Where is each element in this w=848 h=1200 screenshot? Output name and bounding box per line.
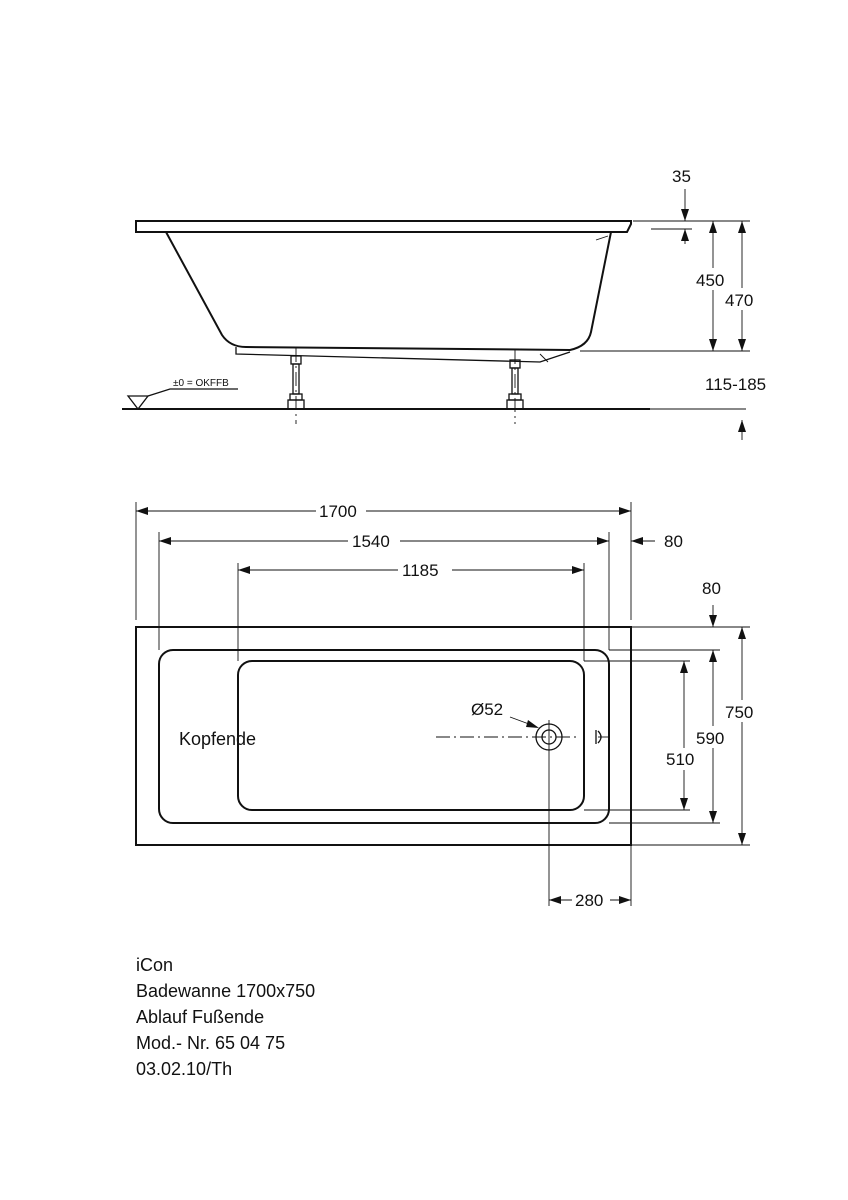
tub-outline [135, 626, 632, 846]
overflow [595, 730, 610, 744]
foot-left [287, 348, 305, 424]
tub-bottom [237, 660, 585, 811]
tub-body [165, 231, 612, 352]
top-horizontal-dimensions: 1700 1540 1185 80 280 [135, 500, 683, 911]
tub-basin [158, 649, 610, 824]
revision-date: 03.02.10/Th [136, 1059, 233, 1079]
drain: Ø52 [436, 700, 578, 906]
tub-rim [135, 220, 632, 233]
dim-bottom-width: 510 [666, 750, 694, 769]
dim-inner-length: 1540 [352, 532, 390, 551]
title-block: iCon Badewanne 1700x750 Ablauf Fußende M… [136, 952, 315, 1082]
dim-drain-diameter: Ø52 [471, 700, 503, 719]
dim-drain-offset: 280 [575, 891, 603, 910]
side-dimensions: 35 450 470 115-185 [580, 167, 766, 440]
dim-overall-width: 750 [725, 703, 753, 722]
drain-position: Ablauf Fußende [136, 1007, 265, 1027]
dim-total-height: 470 [725, 291, 753, 310]
floor-reference-symbol [126, 395, 150, 411]
side-view: ±0 = OKFFB 35 450 470 [122, 167, 766, 440]
dim-rim-thickness: 35 [672, 167, 691, 186]
dim-overall-length: 1700 [319, 502, 357, 521]
dim-rim-side: 80 [702, 579, 721, 598]
head-end-label: Kopfende [179, 729, 256, 749]
tub-base [235, 347, 571, 363]
product-description: Badewanne 1700x750 [136, 981, 316, 1001]
floor-reference-label: ±0 = OKFFB [173, 378, 229, 389]
dim-inner-width: 590 [696, 729, 724, 748]
model-number: Mod.- Nr. 65 04 75 [136, 1033, 286, 1053]
foot-right [506, 350, 524, 424]
dim-feet-height: 115-185 [705, 375, 766, 394]
dim-bottom-length: 1185 [402, 561, 439, 580]
top-view: Kopfende Ø52 [135, 500, 764, 911]
top-vertical-dimensions: 80 750 590 510 [584, 579, 764, 846]
product-name: iCon [136, 955, 174, 975]
dim-inner-depth: 450 [696, 271, 724, 290]
dim-rim-end: 80 [664, 532, 683, 551]
